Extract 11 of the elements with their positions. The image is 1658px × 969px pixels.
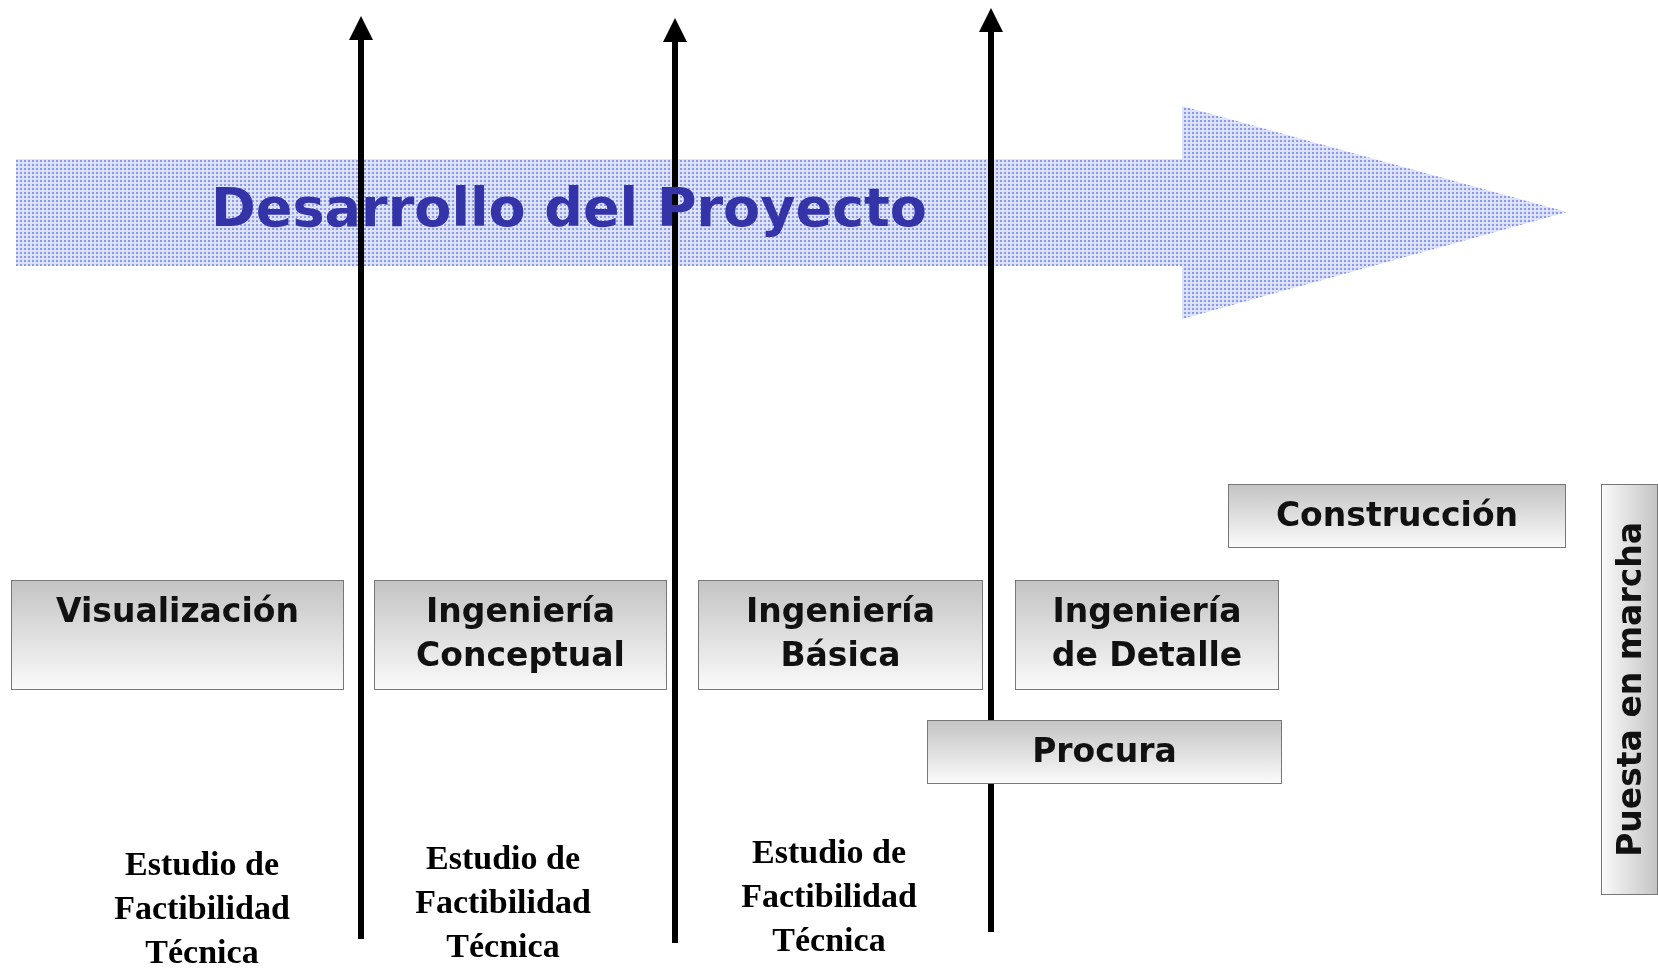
phase-box: Ingeniería Conceptual (374, 580, 667, 690)
gate-label: Estudio de Factibilidad Técnica (113, 844, 291, 969)
process-arrow (16, 106, 1567, 319)
gate-label: Estudio de Factibilidad Técnica (414, 838, 592, 966)
phase-box: Ingeniería Básica (698, 580, 983, 690)
gate-label: Estudio de Factibilidad Técnica (740, 832, 918, 960)
phase-box: Visualización (11, 580, 344, 690)
phase-box: Procura (927, 720, 1282, 784)
phase-box: Ingeniería de Detalle (1015, 580, 1279, 690)
phase-box: Puesta en marcha (1601, 484, 1658, 895)
phase-box: Construcción (1228, 484, 1566, 548)
